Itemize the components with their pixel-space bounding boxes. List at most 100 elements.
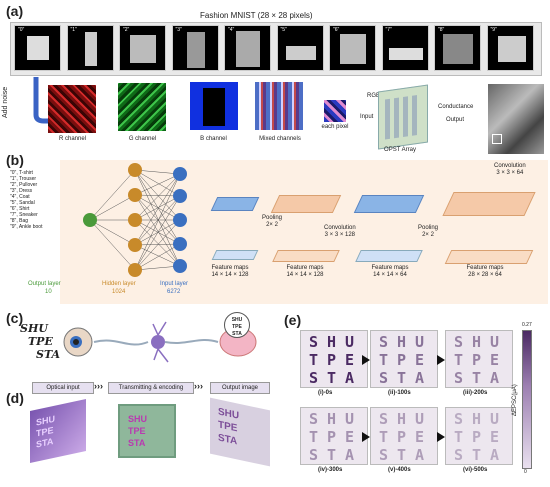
garment-shape — [285, 46, 316, 60]
rgb-label: RGB — [367, 93, 381, 99]
g-channel-label: G channel — [128, 136, 157, 142]
feature-map-stack-1 — [210, 197, 260, 211]
epsc-letter: U — [415, 333, 425, 351]
input-layer-size: 6272 — [167, 289, 181, 295]
nn-connection — [89, 194, 136, 221]
pooling1-label: Pooling 2× 2 — [262, 215, 282, 229]
epsc-letter: T — [454, 428, 464, 446]
epsc-letter: E — [490, 351, 500, 369]
panel-d-label: (d) — [6, 390, 24, 406]
epsc-letter: H — [327, 333, 337, 351]
nn-connection — [134, 195, 181, 246]
feature-maps-1: Feature maps 14 × 14 × 128 — [200, 265, 260, 279]
fashion-thumbnail-2: "2" — [119, 25, 166, 71]
garment-shape — [340, 34, 366, 64]
epsc-letter: A — [345, 369, 355, 387]
process-chevrons-2: ››› — [194, 381, 203, 391]
pooling2-text: Pooling — [418, 225, 439, 231]
input-node — [173, 167, 187, 181]
panel-e-label: (e) — [284, 312, 302, 328]
epsc-letter: A — [490, 446, 500, 464]
epsc-frame-label: (v)-400s — [388, 467, 411, 473]
feature-map-stack-2 — [270, 195, 342, 213]
pixel-zoom — [324, 100, 346, 122]
epsc-letter: U — [345, 410, 355, 428]
epsc-letter: E — [345, 351, 355, 369]
panel-c-row-1: SHU — [20, 322, 48, 335]
epsc-letter: T — [309, 351, 319, 369]
epsc-letter: S — [379, 369, 389, 387]
device-array-row-1: SHU — [128, 414, 148, 424]
panel-a-label: (a) — [6, 3, 24, 19]
nn-connection — [89, 169, 136, 221]
epsc-letter: T — [327, 369, 337, 387]
epsc-letter: T — [472, 446, 482, 464]
opst-array-label: OPST Array — [384, 147, 416, 153]
thumbnail-index: "7" — [385, 27, 392, 33]
nn-connection — [134, 194, 181, 267]
nn-connection — [134, 169, 181, 175]
fashion-thumbnail-7: "7" — [381, 25, 429, 71]
hidden-node — [128, 163, 142, 177]
nn-connection — [134, 173, 181, 221]
conv1-size: 3 × 3 × 128 — [324, 232, 356, 238]
thumbnail-index: "9" — [490, 27, 497, 33]
epsc-letter: H — [472, 333, 482, 351]
epsc-letter: S — [454, 333, 464, 351]
epsc-letter: E — [490, 428, 500, 446]
device-array-row-2: TPE — [128, 426, 146, 436]
epsc-letter: E — [415, 351, 425, 369]
epsc-letter: T — [327, 446, 337, 464]
nn-connection — [134, 243, 181, 246]
epsc-letter: S — [309, 369, 319, 387]
epsc-letter: S — [454, 369, 464, 387]
fashion-thumbnail-9: "9" — [486, 25, 534, 71]
conv2-size: 3 × 3 × 64 — [496, 170, 524, 176]
garment-shape — [27, 36, 49, 60]
output-layer-label: Output layer — [28, 281, 61, 287]
add-noise-label: Add noise — [2, 86, 9, 118]
feature-maps-3-label: Feature maps — [371, 265, 409, 271]
nn-connection — [134, 194, 181, 245]
nn-connection — [134, 195, 181, 221]
epsc-letter: T — [454, 351, 464, 369]
thumbnail-index: "3" — [175, 27, 182, 33]
epsc-letter: A — [415, 446, 425, 464]
feature-map-stack-4-bottom — [444, 250, 534, 264]
class-list-item: "7", Sneaker — [10, 212, 38, 218]
epsc-frame-label: (ii)-100s — [388, 390, 411, 396]
nn-connection — [134, 219, 181, 246]
class-list-item: "3", Dress — [10, 188, 33, 194]
thumbnail-index: "0" — [18, 27, 25, 33]
thumbnail-index: "5" — [280, 27, 287, 33]
fashion-thumbnail-1: "1" — [66, 25, 114, 71]
hidden-node — [128, 263, 142, 277]
fashion-thumbnail-6: "6" — [329, 25, 376, 71]
conv2-text: Convolution — [494, 163, 526, 169]
epsc-letter: T — [379, 351, 389, 369]
optical-input-box: Optical input — [32, 382, 94, 394]
pooling2-label: Pooling 2× 2 — [418, 225, 438, 239]
transmitting-box: Transmitting & encoding — [108, 382, 194, 394]
epsc-letter: P — [397, 351, 407, 369]
hidden-layer-label: Hidden layer — [102, 281, 136, 287]
thumbnail-index: "1" — [70, 27, 77, 33]
epsc-letter: H — [472, 410, 482, 428]
class-list-item: "8", Bag — [10, 218, 29, 224]
frame-arrow — [437, 355, 445, 365]
nn-connection — [134, 169, 181, 267]
colorbar — [522, 330, 532, 469]
epsc-letter: U — [490, 333, 500, 351]
epsc-letter: P — [397, 428, 407, 446]
panel-c-letters: SHU TPE STA — [20, 322, 60, 361]
fashion-mnist-title: Fashion MNIST (28 × 28 pixels) — [200, 11, 313, 20]
epsc-letter: E — [415, 428, 425, 446]
output-image-3d: SHU TPE STA — [210, 397, 270, 467]
nn-connection — [89, 219, 136, 246]
output-label: Output — [446, 117, 465, 123]
hidden-layer-size: 1024 — [112, 289, 126, 295]
epsc-letter: S — [309, 446, 319, 464]
epsc-letter: U — [490, 410, 500, 428]
b-channel-image — [190, 82, 238, 130]
